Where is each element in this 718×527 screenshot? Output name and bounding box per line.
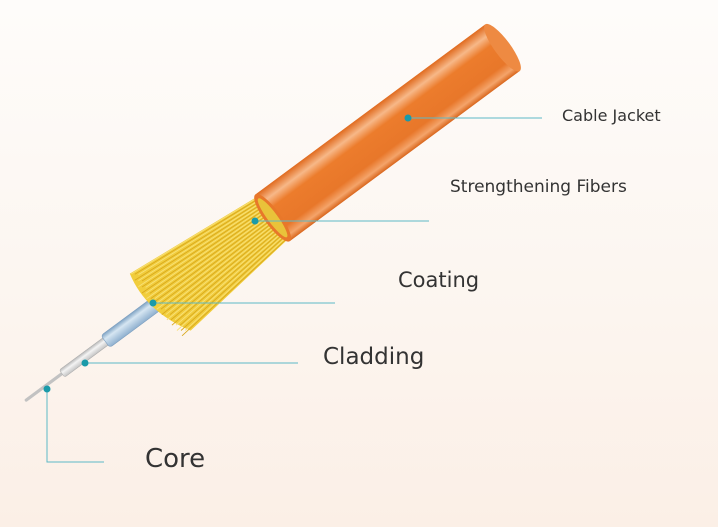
fiber-strand (161, 221, 279, 315)
fiber-strand (171, 229, 284, 326)
cable-jacket (254, 23, 521, 242)
fiber-strand (181, 236, 290, 337)
label-cladding: Cladding (323, 344, 425, 370)
fiber-strand (138, 203, 265, 288)
fiber-strand (138, 201, 264, 281)
fiber-strand (179, 231, 286, 326)
fiber-strand (134, 197, 261, 275)
dot-cable-jacket (404, 114, 412, 122)
fiber-strand (176, 232, 287, 331)
dot-coating (149, 299, 157, 307)
fiber-strand (138, 198, 262, 275)
fiber-strand (145, 205, 267, 288)
fiber-strand (160, 219, 277, 310)
fiber-strand (156, 218, 276, 310)
label-core: Core (145, 444, 206, 474)
fiber-strand (146, 210, 271, 300)
fiber-strand (151, 214, 274, 305)
fiber-strand (174, 227, 284, 321)
fiber-strand (169, 224, 281, 315)
fiber-strand (180, 233, 288, 331)
label-cable-jacket: Cable Jacket (562, 106, 661, 125)
fiber-strand (145, 208, 269, 294)
dot-strengthening-fibers (251, 217, 259, 225)
leader-core (46, 389, 104, 463)
fiber-strand (175, 230, 285, 326)
label-coating: Coating (398, 268, 480, 292)
fiber-strand (170, 226, 283, 321)
dot-core (43, 385, 51, 393)
fiber-strand (166, 225, 282, 321)
fiber-strand (141, 204, 266, 288)
fiber-strand (159, 216, 275, 305)
fiber-strand (164, 220, 278, 310)
fiber-strand (134, 199, 263, 281)
leader-lines (46, 117, 542, 463)
dot-cladding (81, 359, 89, 367)
fiber-strand (154, 213, 273, 300)
fiber-strand (150, 211, 272, 300)
fiber-strand (155, 215, 275, 305)
label-strengthening-fibers: Strengthening Fibers (450, 177, 627, 197)
fiber-strand (141, 202, 265, 282)
fiber-strand (165, 222, 280, 315)
fiber-strand (184, 235, 289, 331)
fiber-strand (130, 196, 260, 275)
fiber-strand (141, 207, 268, 294)
fiber-strand (149, 209, 270, 294)
strengthening-fibers (129, 195, 290, 337)
